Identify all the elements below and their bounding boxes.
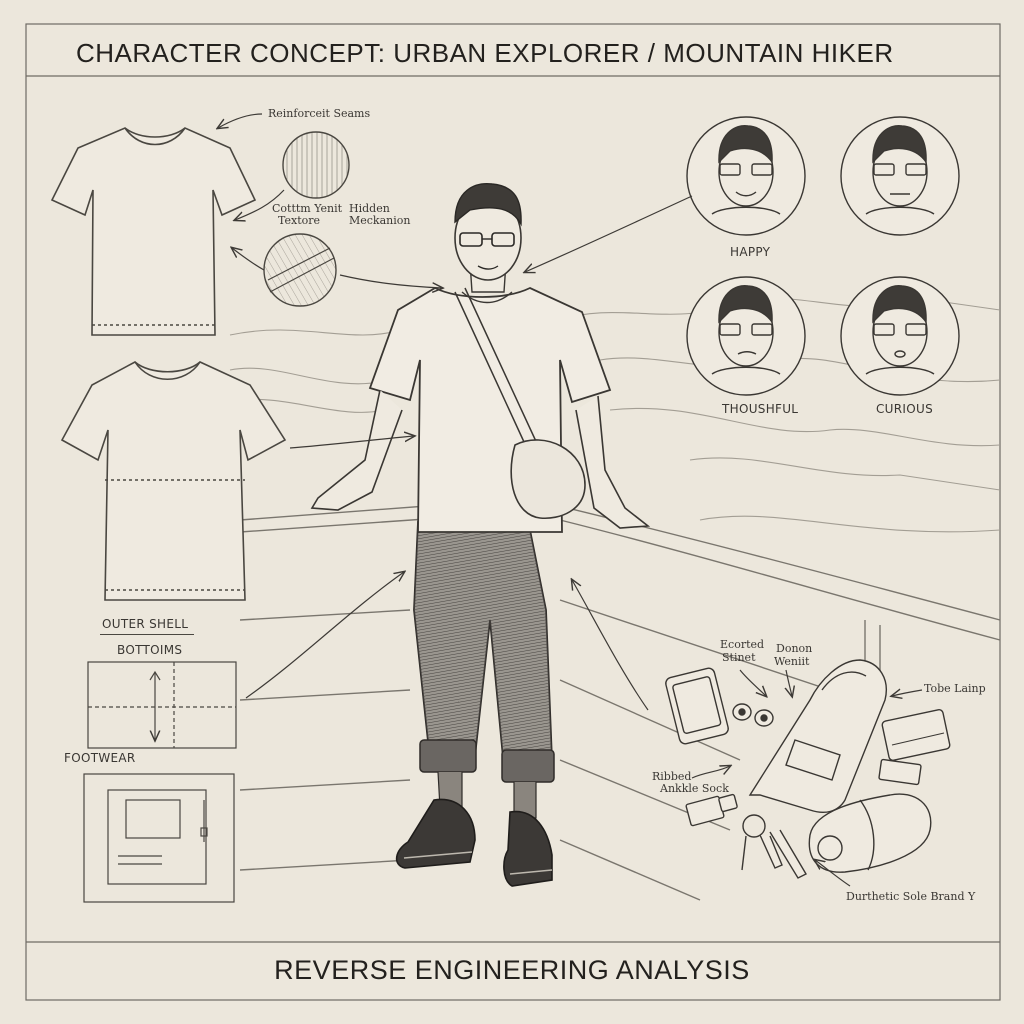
expression-label-curious: CURIOUS [876,402,933,416]
hidden-mechanism-label-line1: Hidden [349,202,390,215]
ribbed-sock-label-line1: Ribbed [652,770,692,783]
knit-texture-swatch [282,131,350,199]
accented-stitch-label-line2: Stinet [722,651,756,664]
reinforced-seams-label: Reinforceit Seams [268,107,371,120]
callout-arrows [218,113,923,887]
donon-weight-label-line2: Weniit [774,655,810,668]
character-figure [310,183,651,887]
tshirt-front-sketch [50,127,257,336]
bottoms-diagram [87,661,237,749]
tshirt-back-sketch [60,361,287,601]
ribbed-sock-label-line2: Ankkle Sock [660,782,729,795]
expression-curious [840,276,960,396]
keys-sketch [741,814,807,879]
expression-label-thoughtful: THOUSHFUL [722,402,799,416]
page-title: CHARACTER CONCEPT: URBAN EXPLORER / MOUN… [76,38,894,68]
sole-brand-label: Durthetic Sole Brand Y [846,890,976,903]
outer-shell-underline [100,634,194,635]
cotton-knit-label-line2: Textore [278,214,321,227]
outer-shell-label: OUTER SHELL [102,617,189,631]
footer-title: REVERSE ENGINEERING ANALYSIS [274,955,750,985]
seam-detail-swatch [263,233,337,307]
expression-neutral [840,116,960,236]
expression-heads [686,116,960,396]
donon-weight-label-line1: Donon [776,642,813,655]
earbuds-sketch [732,703,774,727]
accessories [665,659,951,879]
accented-stitch-label-line1: Ecorted [720,638,765,651]
backpack-sketch [748,659,887,813]
cotton-knit-label-line1: Cotttm Yenit [272,202,343,215]
card-sketch [878,758,922,786]
sticker-sketch [685,793,738,827]
phone-sketch [665,667,729,745]
footwear-label: FOOTWEAR [64,751,136,765]
expression-thoughtful [686,276,806,396]
bottoms-label: BOTTOIMS [117,643,183,657]
tobe-lamp-label: Tobe Lainp [924,682,986,695]
expression-happy [686,116,806,236]
wallet-sketch [881,709,951,761]
expression-label-happy: HAPPY [730,245,771,259]
hidden-mechanism-label-line2: Meckanion [349,214,411,227]
footwear-diagram [83,773,235,903]
